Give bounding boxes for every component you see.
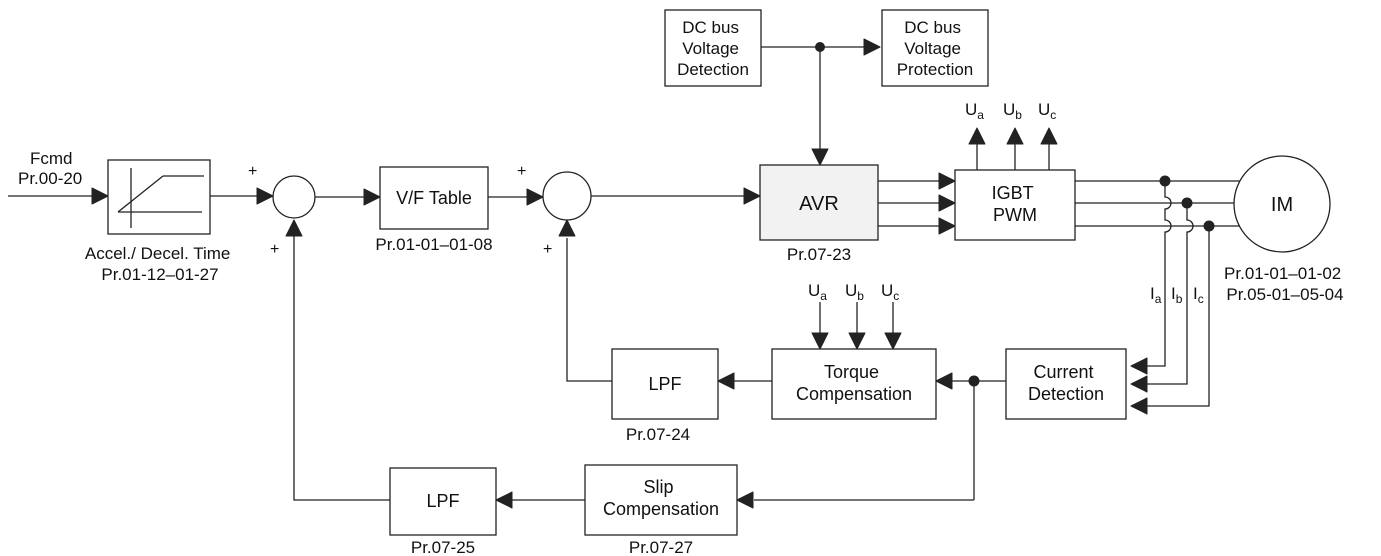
igbt-uc-label: Uc bbox=[1038, 100, 1056, 122]
igbt-ua-label: Ua bbox=[965, 100, 984, 122]
avr-param: Pr.07-23 bbox=[787, 245, 851, 264]
feedback-junction-dot bbox=[968, 375, 980, 387]
lpf-upper-label: LPF bbox=[648, 374, 681, 394]
lpf-lower-param: Pr.07-25 bbox=[411, 538, 475, 556]
current-sense-taps bbox=[1146, 181, 1210, 407]
vf-table-param: Pr.01-01–01-08 bbox=[375, 235, 492, 254]
avr-label: AVR bbox=[799, 193, 839, 215]
phase-a-junction-dot bbox=[1159, 175, 1171, 187]
vf-table-label: V/F Table bbox=[396, 188, 472, 208]
avr-block bbox=[759, 164, 879, 241]
dc-bus-junction-dot bbox=[815, 42, 825, 52]
phase-b-junction-dot bbox=[1181, 197, 1193, 209]
torque-uc-label: Uc bbox=[881, 281, 899, 303]
lpf-upper-param: Pr.07-24 bbox=[626, 425, 690, 444]
phase-c-junction-dot bbox=[1203, 220, 1215, 232]
slip-compensation-block bbox=[584, 464, 738, 536]
accel-decel-block bbox=[107, 159, 211, 235]
induction-motor-label: IM bbox=[1271, 194, 1293, 216]
torque-ub-label: Ub bbox=[845, 281, 864, 303]
feedback-path bbox=[293, 236, 1006, 501]
torque-compensation-block bbox=[771, 348, 937, 420]
plus-sign-sum1-top: + bbox=[248, 163, 257, 180]
slip-compensation-label: Slip Compensation bbox=[603, 477, 719, 519]
igbt-pwm-block bbox=[954, 169, 1076, 241]
arrowheads bbox=[91, 38, 1148, 509]
plus-sign-sum2-bottom: + bbox=[543, 241, 552, 258]
igbt-ub-label: Ub bbox=[1003, 100, 1022, 122]
current-ib-label: Ib bbox=[1171, 284, 1183, 306]
lpf-lower-label: LPF bbox=[426, 491, 459, 511]
current-ic-label: Ic bbox=[1193, 284, 1204, 306]
dc-bus-protection-label: DC bus Voltage Protection bbox=[897, 18, 974, 79]
plus-sign-sum2-top: + bbox=[517, 163, 526, 180]
current-detection-block bbox=[1005, 348, 1127, 420]
summing-junction-1 bbox=[272, 175, 316, 219]
current-ia-label: Ia bbox=[1150, 284, 1162, 306]
vf-table-block bbox=[379, 166, 489, 230]
torque-ua-label: Ua bbox=[808, 281, 827, 303]
dc-bus-detection-label: DC bus Voltage Detection bbox=[677, 18, 749, 79]
torque-compensation-label: Torque Compensation bbox=[796, 362, 912, 404]
igbt-pwm-label: IGBT PWM bbox=[992, 183, 1039, 225]
dc-bus-protection-block bbox=[881, 9, 989, 87]
lpf-upper-block bbox=[611, 348, 719, 420]
motor-params: Pr.01-01–01-02 Pr.05-01–05-04 bbox=[1224, 264, 1346, 304]
summing-junction-2 bbox=[542, 171, 592, 221]
lpf-lower-block bbox=[389, 467, 497, 536]
induction-motor bbox=[1233, 155, 1331, 253]
slip-comp-param: Pr.07-27 bbox=[629, 538, 693, 556]
accel-decel-label: Accel./ Decel. Time Pr.01-12–01-27 bbox=[85, 244, 235, 284]
plus-sign-sum1-bottom: + bbox=[270, 241, 279, 258]
dc-bus-detection-block bbox=[664, 9, 762, 87]
fcmd-label: Fcmd Pr.00-20 bbox=[18, 149, 82, 188]
current-detection-label: Current Detection bbox=[1028, 362, 1104, 404]
